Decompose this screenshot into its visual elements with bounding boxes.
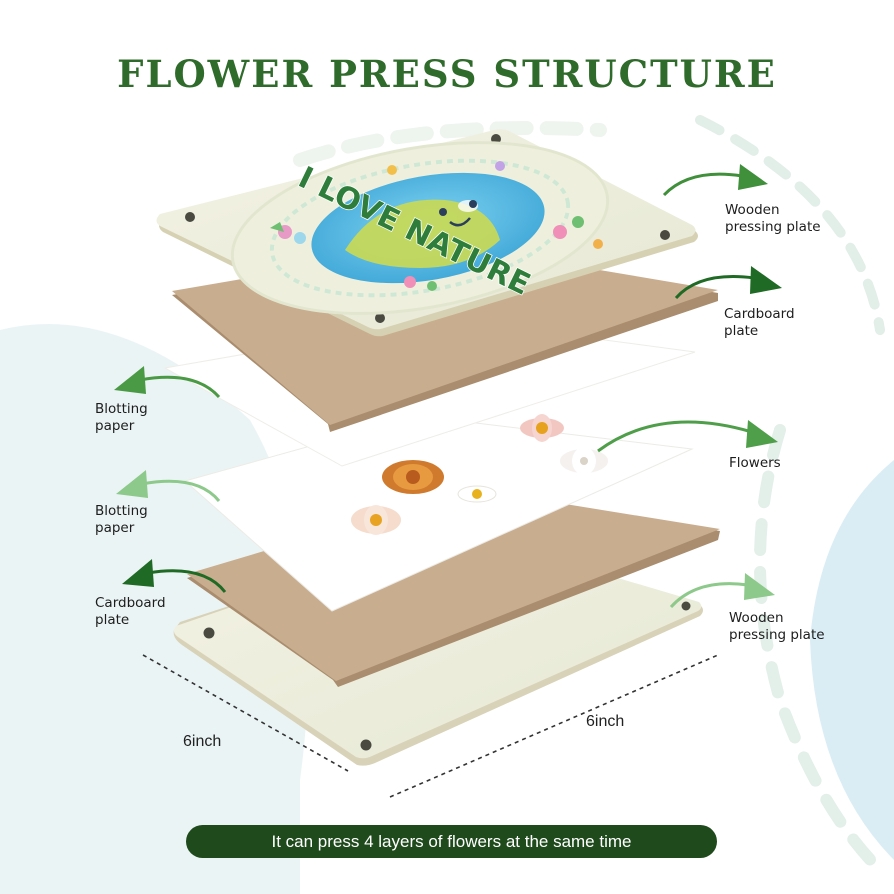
daisy-flower-icon — [560, 447, 608, 475]
label-cardboard-plate-top: Cardboard plate — [724, 306, 795, 339]
dimension-lines — [142, 654, 719, 798]
label-flowers: Flowers — [729, 455, 781, 471]
page-title: FLOWER PRESS STRUCTURE — [117, 52, 777, 96]
smiling-earth-icon — [311, 172, 545, 284]
curved-arrow-icon — [122, 559, 227, 593]
label-arrows — [114, 164, 782, 609]
label-blotting-paper-bottom: Blotting paper — [95, 503, 148, 536]
pressed-flowers — [351, 414, 608, 535]
daisy-flower-icon — [382, 460, 444, 494]
curved-arrow-icon — [116, 470, 221, 502]
daisy-flower-icon — [457, 485, 497, 503]
label-blotting-paper-top: Blotting paper — [95, 401, 148, 434]
dimension-right: 6inch — [586, 713, 625, 730]
label-wooden-plate-top: Wooden pressing plate — [725, 202, 821, 235]
label-wooden-plate-bottom: Wooden pressing plate — [729, 610, 825, 643]
curved-arrow-icon — [662, 164, 768, 197]
label-cardboard-plate-bottom: Cardboard plate — [95, 595, 166, 628]
wooden-plate-top: I LOVE NATURE — [156, 129, 698, 337]
daisy-flower-icon — [351, 505, 401, 535]
floral-decoration — [270, 161, 603, 291]
curved-arrow-icon — [597, 420, 778, 453]
curved-arrow-icon — [674, 266, 782, 300]
daisy-flower-icon — [520, 414, 564, 442]
background-decor — [0, 115, 894, 894]
bottom-banner: It can press 4 layers of flowers at the … — [186, 825, 717, 858]
curved-arrow-icon — [114, 366, 221, 399]
dimension-left: 6inch — [183, 733, 222, 750]
curved-arrow-icon — [669, 573, 775, 609]
